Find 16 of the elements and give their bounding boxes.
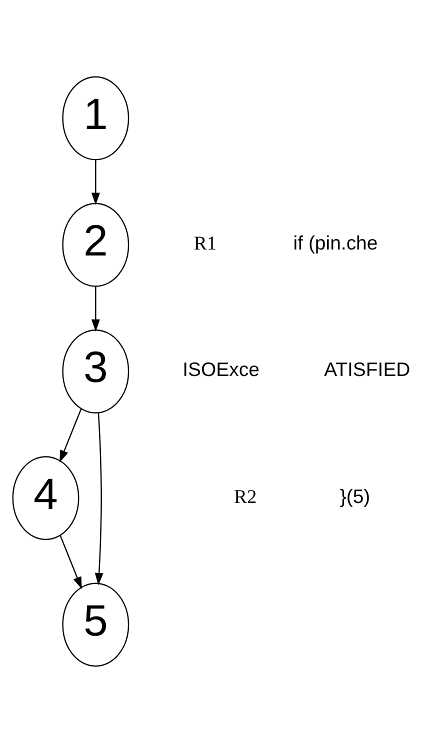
label: R1 <box>194 233 217 254</box>
node-ellipse: 3 <box>62 329 130 413</box>
node-ellipse: 1 <box>62 76 130 160</box>
arrow <box>60 534 82 589</box>
arrow <box>91 286 100 332</box>
label: ISOExce <box>182 358 260 381</box>
label: ATISFIED <box>324 358 410 381</box>
label: }(5) <box>340 485 370 508</box>
arrow <box>91 159 100 204</box>
node-ellipse: 2 <box>62 202 130 286</box>
node-ellipse: 4 <box>12 456 80 540</box>
label: if (pin.che <box>293 232 378 254</box>
arrow <box>94 412 104 585</box>
node-ellipse: 5 <box>62 582 130 666</box>
label: R2 <box>234 486 257 508</box>
arrow <box>60 408 82 462</box>
